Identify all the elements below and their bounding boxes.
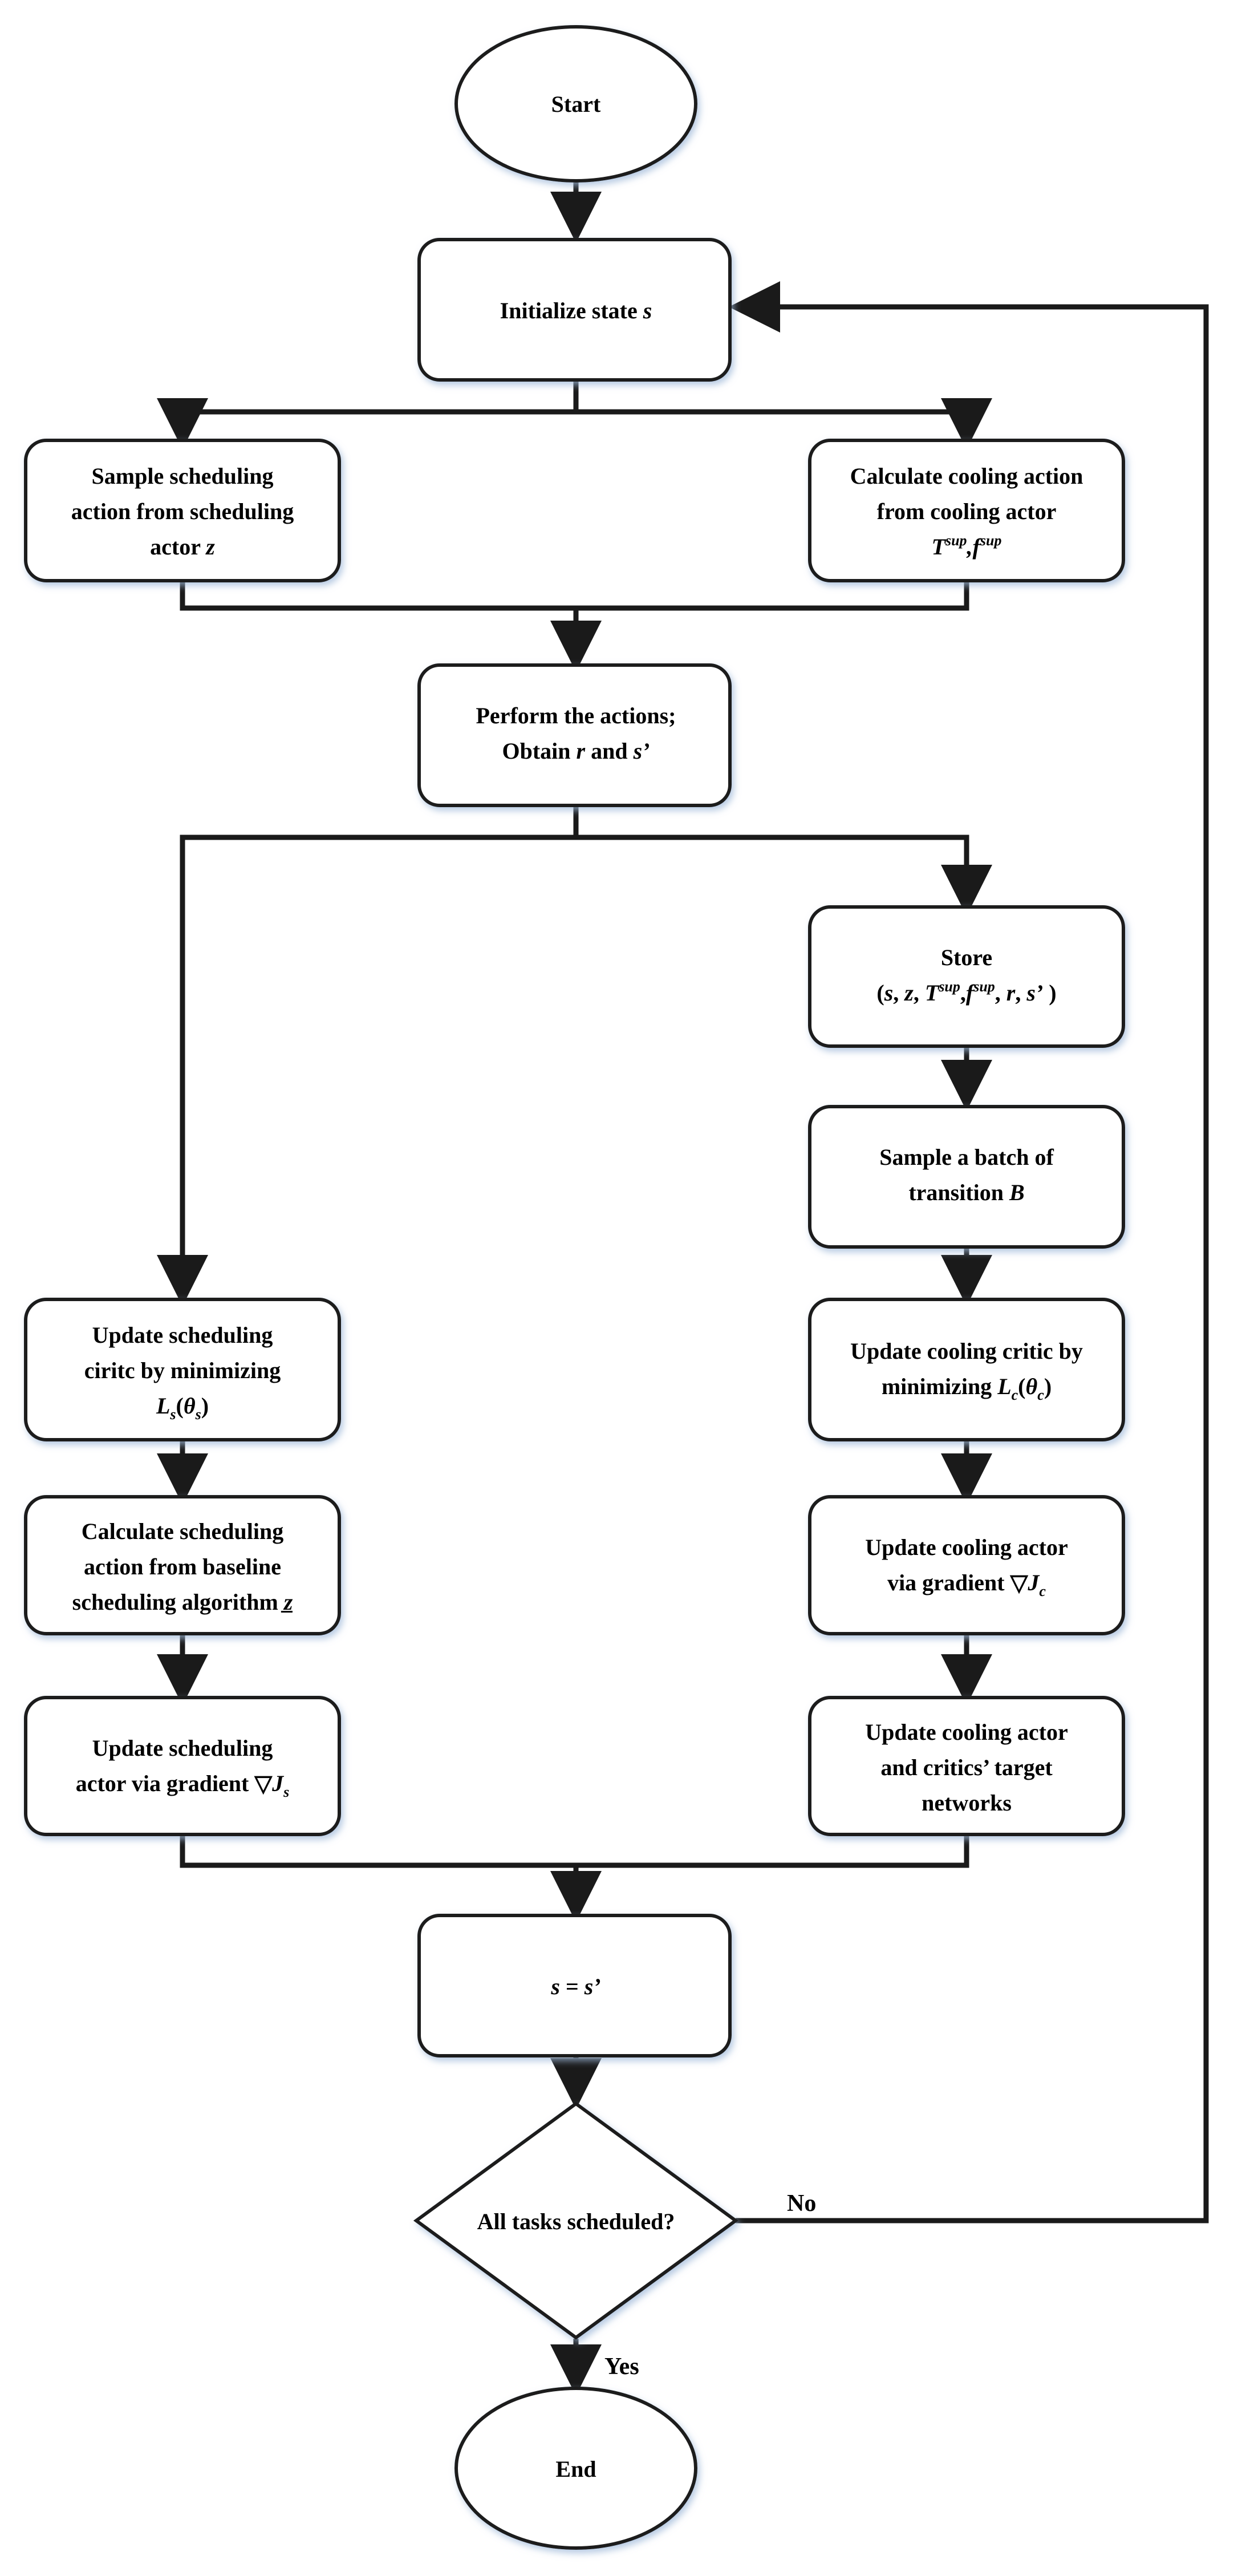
edge-init-split-right xyxy=(576,398,992,449)
update-sched-critic-node-shape xyxy=(24,1298,341,1441)
edge-init-split xyxy=(157,381,579,449)
perform-label: Perform the actions;Obtain r and s’ xyxy=(476,703,676,764)
update-cool-actor-node-shape xyxy=(808,1495,1125,1635)
yes-label: Yes xyxy=(604,2354,639,2380)
assign-label: s = s’ xyxy=(550,1974,600,1999)
sample-sched-node-shape xyxy=(24,439,341,582)
update-targets-node-shape xyxy=(808,1696,1125,1836)
no-label: No xyxy=(787,2190,816,2217)
init-node-shape xyxy=(417,238,732,382)
init-label: Initialize state s xyxy=(500,298,652,323)
edge-perform-split xyxy=(157,805,579,1306)
end-label: End xyxy=(555,2456,596,2482)
edge-no-loop xyxy=(729,281,1209,2223)
assign-node-shape xyxy=(417,1914,732,2057)
decision-label: All tasks scheduled? xyxy=(477,2209,675,2234)
perform-node-shape xyxy=(417,663,732,807)
start-label: Start xyxy=(551,91,601,117)
connectors xyxy=(157,181,1209,2396)
store-node-shape xyxy=(808,905,1125,1048)
update-cool-critic-node-shape xyxy=(808,1298,1125,1441)
calc-sched-baseline-node-shape xyxy=(24,1495,341,1635)
update-sched-actor-node-shape xyxy=(24,1696,341,1836)
start-node-shape xyxy=(454,25,697,183)
edge-merge-updates xyxy=(180,1834,969,1868)
sample-batch-node-shape xyxy=(808,1105,1125,1249)
edge-perform-store xyxy=(576,835,992,916)
edge-merge-actions xyxy=(180,581,969,611)
calc-cool-node-shape xyxy=(808,439,1125,582)
decision-node-shape xyxy=(413,2101,739,2340)
end-node-shape xyxy=(454,2387,697,2550)
store-label: Store(s, z, Tsup,fsup, r, s’ ) xyxy=(876,945,1056,1006)
